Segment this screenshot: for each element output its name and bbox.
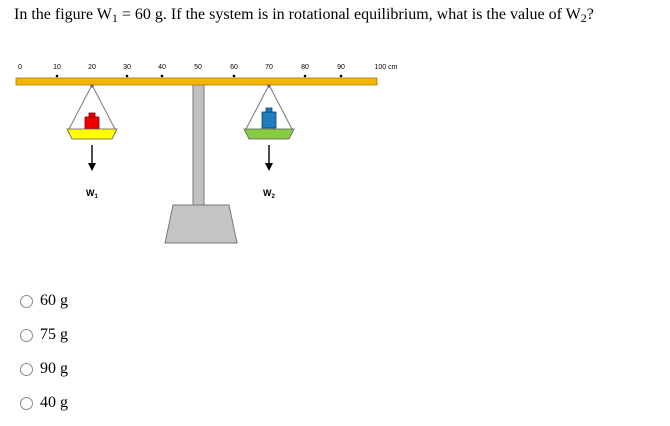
scale-label-50: 50 <box>194 64 202 71</box>
scale-label-80: 80 <box>301 64 309 71</box>
scale-label-100: 100 cm <box>375 64 398 71</box>
right-hook <box>267 84 271 88</box>
answer-option-label: 90 g <box>40 360 68 377</box>
answer-options: 60 g 75 g 90 g 40 g <box>20 290 68 426</box>
weight-w2-block <box>261 111 277 129</box>
scale-label-20: 20 <box>88 64 96 71</box>
answer-option-60g[interactable]: 60 g <box>20 290 68 312</box>
scale-label-10: 10 <box>53 64 61 71</box>
question-text: In the figure W1 = 60 g. If the system i… <box>14 6 594 25</box>
right-pan <box>243 128 295 140</box>
meter-stick-beam <box>15 77 378 86</box>
weight-w1-top <box>88 112 96 118</box>
scale-label-30: 30 <box>123 64 131 71</box>
answer-option-label: 60 g <box>40 292 68 309</box>
w2-label: W2 <box>263 188 276 200</box>
left-hook <box>90 84 94 88</box>
radio-button[interactable] <box>20 362 33 376</box>
weight-w1-block <box>84 116 100 131</box>
w1-label: W1 <box>86 188 99 200</box>
scale-label-40: 40 <box>158 64 166 71</box>
scale-label-0: 0 <box>18 64 22 71</box>
radio-button[interactable] <box>20 396 33 410</box>
right-pan-strings <box>245 84 293 130</box>
w1-arrow-head <box>88 163 96 171</box>
stand-base <box>164 204 238 244</box>
answer-option-label: 40 g <box>40 394 68 411</box>
left-pan-strings <box>68 84 116 130</box>
radio-button[interactable] <box>20 328 33 342</box>
left-pan <box>66 128 118 140</box>
scale-tick-dots <box>55 74 343 78</box>
weight-w2-top <box>265 107 273 113</box>
answer-option-40g[interactable]: 40 g <box>20 392 68 414</box>
answer-option-90g[interactable]: 90 g <box>20 358 68 380</box>
scale-label-90: 90 <box>337 64 345 71</box>
radio-button[interactable] <box>20 294 33 308</box>
answer-option-75g[interactable]: 75 g <box>20 324 68 346</box>
answer-option-label: 75 g <box>40 326 68 343</box>
w2-arrow-head <box>265 163 273 171</box>
stand-post <box>192 83 205 206</box>
scale-label-60: 60 <box>230 64 238 71</box>
scale-label-70: 70 <box>265 64 273 71</box>
balance-diagram: 0 10 20 30 40 50 60 70 80 90 100 cm W1 <box>15 64 398 244</box>
